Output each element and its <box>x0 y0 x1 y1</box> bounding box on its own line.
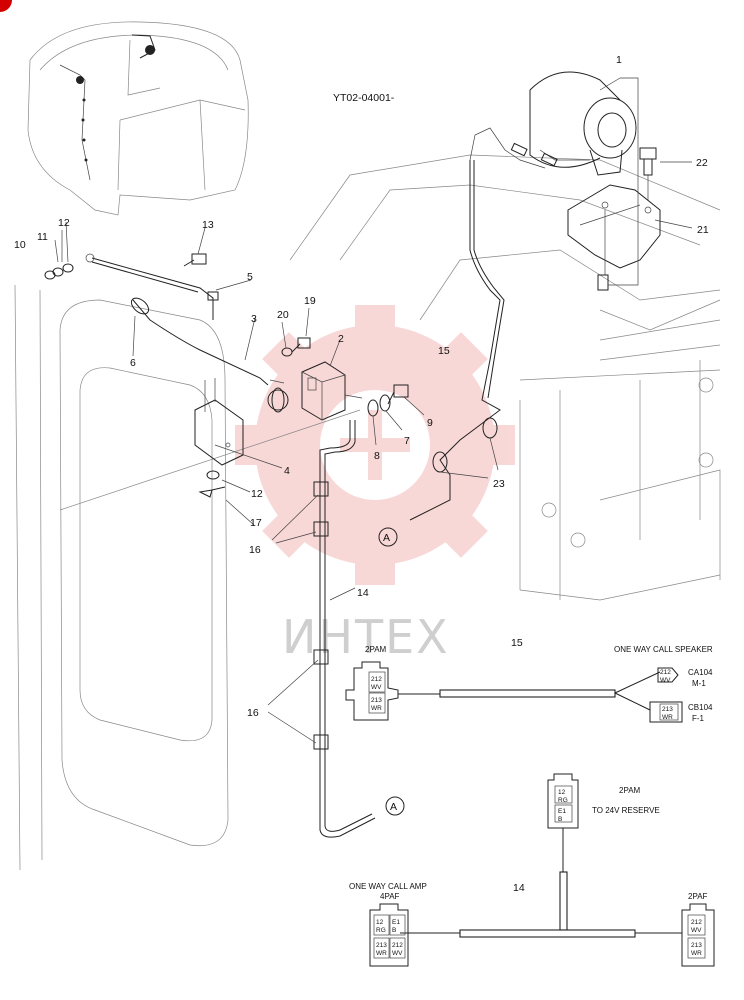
clip-17 <box>198 486 226 498</box>
speaker-branch-bottom-sub: F-1 <box>692 714 705 723</box>
label-15-upper: 15 <box>438 345 450 357</box>
label-20: 20 <box>277 309 289 321</box>
connector-2 <box>301 361 363 421</box>
label-22: 22 <box>696 157 708 169</box>
label-6: 6 <box>130 357 136 369</box>
corner-badge <box>0 0 12 12</box>
label-13: 13 <box>202 219 214 231</box>
amp-harness-stem <box>559 871 568 931</box>
amp-right-type: 2PAF <box>688 892 708 901</box>
label-17: 17 <box>250 517 262 529</box>
fasteners-10-11-12 <box>44 263 74 280</box>
label-14-box: 14 <box>513 882 525 894</box>
watermark-text: ИНТЕХ <box>282 610 450 664</box>
harness-14 <box>319 420 376 838</box>
amp-left-title: ONE WAY CALL AMP <box>349 882 427 891</box>
speaker-harness-bar <box>439 689 616 698</box>
label-7: 7 <box>404 435 410 447</box>
drawing-code: YT02-04001- <box>333 92 395 104</box>
bolt-22 <box>639 147 657 200</box>
label-2: 2 <box>338 333 344 345</box>
label-8: 8 <box>374 450 380 462</box>
label-5: 5 <box>247 271 253 283</box>
fasteners-19-20 <box>281 337 311 357</box>
label-19: 19 <box>304 295 316 307</box>
bracket-4 <box>194 378 244 466</box>
speaker-bracket <box>567 184 661 291</box>
bolt-13 <box>183 253 207 267</box>
speaker-connector-type: 2PAM <box>365 645 387 654</box>
speaker-horn <box>469 71 637 176</box>
label-1: 1 <box>616 54 622 66</box>
marker-a-lower: A <box>385 796 405 816</box>
cable-3 <box>130 297 289 413</box>
label-15-box: 15 <box>511 637 523 649</box>
speaker-branch-top-sub: M-1 <box>692 679 706 688</box>
speaker-title: ONE WAY CALL SPEAKER <box>614 645 713 654</box>
part-number-labels: 1 2 3 4 5 6 7 8 9 10 11 12 12 13 14 14 1… <box>14 54 709 894</box>
label-14-upper: 14 <box>357 587 369 599</box>
label-16-lower: 16 <box>247 707 259 719</box>
speaker-branch-top-code: CA104 <box>688 668 713 677</box>
amp-harness-bar <box>459 929 636 938</box>
rod-5 <box>91 257 214 320</box>
label-21: 21 <box>697 224 709 236</box>
washer-12-lower <box>206 470 220 480</box>
label-16-upper: 16 <box>249 544 261 556</box>
label-10: 10 <box>14 239 26 251</box>
label-12-top: 12 <box>58 217 70 229</box>
marker-a-upper: A <box>378 527 398 547</box>
reserve-connector-type: 2PAM <box>619 786 641 795</box>
svg-text:A: A <box>390 801 397 813</box>
label-9: 9 <box>427 417 433 429</box>
label-3: 3 <box>251 313 257 325</box>
harness-15 <box>409 160 501 521</box>
clamps-16 <box>313 481 329 750</box>
label-23: 23 <box>493 478 505 490</box>
svg-text:A: A <box>383 532 390 544</box>
amp-left-type: 4PAF <box>380 892 400 901</box>
label-4: 4 <box>284 465 290 477</box>
cab-inset-sketch <box>27 21 249 216</box>
label-12-lower: 12 <box>251 488 263 500</box>
label-11: 11 <box>37 231 48 243</box>
speaker-branch-bottom-code: CB104 <box>688 703 713 712</box>
reserve-label: TO 24V RESERVE <box>592 806 660 815</box>
